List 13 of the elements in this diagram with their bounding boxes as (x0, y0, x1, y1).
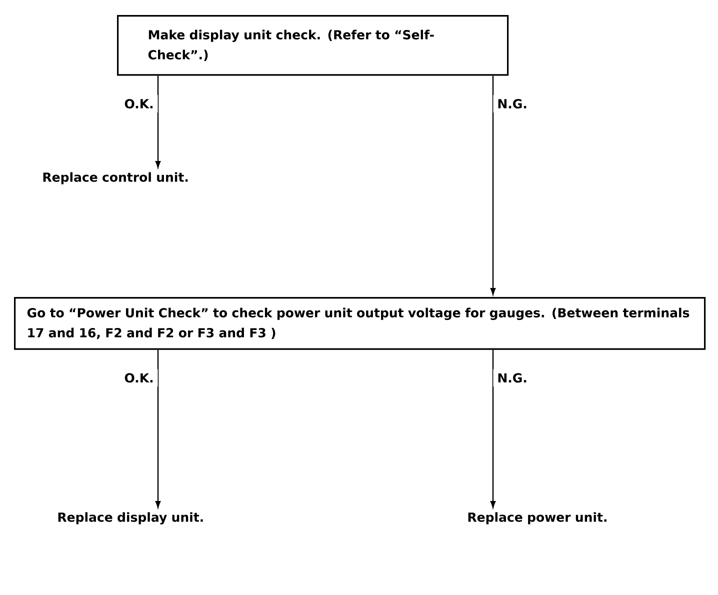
edge-label: N.G. (493, 369, 532, 387)
action-text: Replace control unit. (43, 172, 188, 184)
edge-label: O.K. (120, 369, 158, 387)
process-box: Go to “Power Unit Check” to check power unit output voltage for gauges. (Between terminals 17 and 16, F2 and F2 or F3 and F3 ) (14, 297, 706, 350)
arrow (490, 76, 496, 295)
edge-label: O.K. (120, 95, 158, 112)
process-box: Make display unit check. (Refer to “Self-Check”.) (117, 15, 509, 76)
arrow (490, 350, 496, 508)
action-text: Replace power unit. (468, 512, 606, 524)
edge-label: N.G. (493, 95, 532, 112)
arrow (155, 350, 161, 508)
action-text: Replace display unit. (58, 512, 203, 524)
arrow (155, 76, 161, 168)
